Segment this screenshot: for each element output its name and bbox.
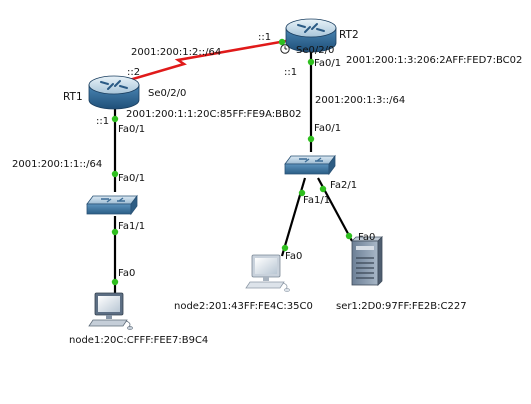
ser1-name[interactable]: ser1:2D0:97FF:FE2B:C227 [336, 301, 467, 312]
ethernet-link-switch-right-node2[interactable] [280, 177, 307, 257]
switch-left-down-port: Fa1/1 [118, 221, 146, 232]
clock-icon [280, 44, 290, 54]
serial-link-rt1-rt2[interactable] [125, 39, 287, 83]
link-up-dot [111, 115, 119, 123]
router-icon[interactable] [285, 18, 337, 53]
node2-port: Fa0 [285, 251, 303, 262]
node2-name[interactable]: node2:201:43FF:FE4C:35C0 [174, 301, 313, 312]
switch-right-uplink-port: Fa0/1 [314, 123, 342, 134]
rt2-serial-port: Se0/2/0 [296, 45, 335, 56]
rt1-serial-suffix: ::2 [127, 67, 141, 78]
rt1-serial-port: Se0/2/0 [148, 88, 187, 99]
pc-icon[interactable] [88, 292, 133, 330]
node1-port: Fa0 [118, 268, 136, 279]
link-up-dot [345, 232, 353, 240]
rt2-device-name[interactable]: RT2 [339, 29, 359, 41]
link-up-dot [307, 135, 315, 143]
router-icon[interactable] [88, 75, 140, 110]
link-up-dot [278, 38, 286, 46]
link-up-dot [319, 185, 327, 193]
link-up-dot [307, 58, 315, 66]
serial-network-prefix: 2001:200:1:2::/64 [131, 47, 222, 58]
rt1-fa-suffix: ::1 [96, 116, 110, 127]
ser1-port: Fa0 [358, 232, 376, 243]
switch-icon[interactable] [86, 194, 138, 216]
link-up-dot [111, 170, 119, 178]
link-up-dot [298, 189, 306, 197]
rt1-fa-address: 2001:200:1:1:20C:85FF:FE9A:BB02 [126, 109, 302, 120]
right-network-prefix: 2001:200:1:3::/64 [315, 95, 406, 106]
rt2-serial-suffix: ::1 [258, 32, 272, 43]
switch-right-port-ser1: Fa2/1 [330, 180, 358, 191]
switch-icon[interactable] [284, 154, 336, 176]
pc-icon[interactable] [245, 254, 290, 292]
link-up-dot [111, 278, 119, 286]
left-network-prefix: 2001:200:1:1::/64 [12, 159, 103, 170]
rt2-fa-port: Fa0/1 [314, 58, 342, 69]
rt1-fa-port: Fa0/1 [118, 124, 146, 135]
server-icon[interactable] [351, 236, 383, 286]
node1-name[interactable]: node1:20C:CFFF:FEE7:B9C4 [69, 335, 209, 346]
rt2-fa-suffix: ::1 [284, 67, 298, 78]
link-status-dots [111, 38, 353, 286]
link-up-dot [111, 228, 119, 236]
link-up-dot [281, 244, 289, 252]
rt1-device-name[interactable]: RT1 [63, 91, 83, 103]
rt2-serial-address: 2001:200:1:3:206:2AFF:FED7:BC02 [346, 55, 523, 66]
switch-right-port-node2: Fa1/1 [303, 195, 331, 206]
switch-left-uplink-port: Fa0/1 [118, 173, 146, 184]
